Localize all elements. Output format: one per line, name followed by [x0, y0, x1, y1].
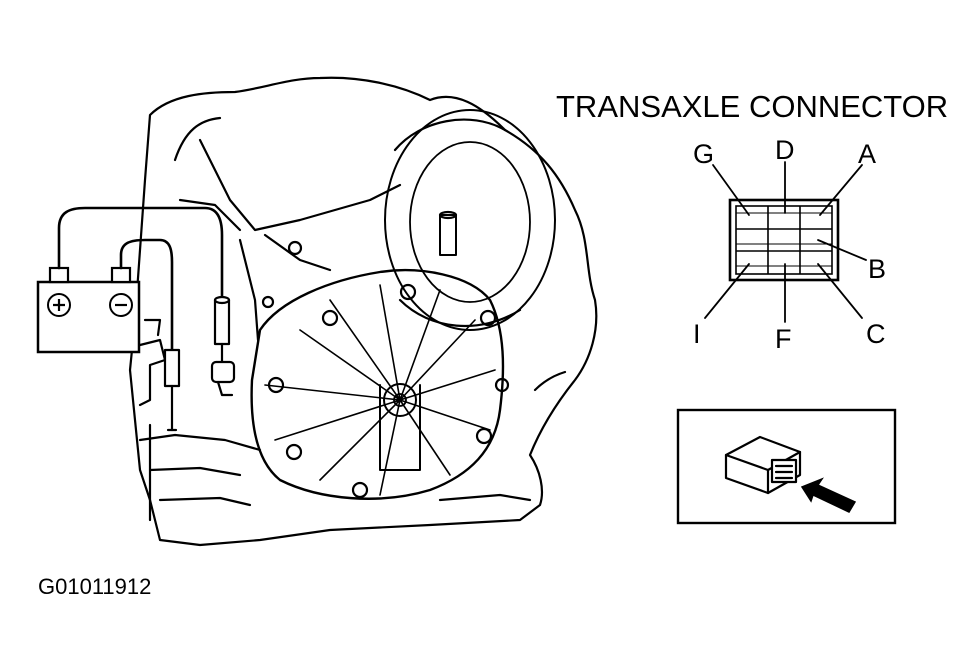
positive-terminal-icon: [47, 293, 71, 317]
arrow-icon: [800, 477, 857, 513]
pin-label-a: A: [858, 139, 876, 169]
figure-id: G01011912: [38, 574, 151, 599]
connector-body-icon: [724, 435, 802, 495]
jumper-wires: [57, 206, 224, 352]
connector-location-inset: [676, 408, 897, 525]
pin-leader-lines: [704, 161, 867, 323]
pin-label-f: F: [775, 324, 792, 354]
pin-label-i: I: [693, 319, 701, 349]
connector-title: TRANSAXLE CONNECTOR: [556, 89, 948, 124]
negative-terminal-icon: [109, 293, 133, 317]
pin-label-d: D: [775, 135, 795, 165]
test-battery: [36, 266, 141, 354]
pin-label-b: B: [868, 254, 886, 284]
pin-label-c: C: [866, 319, 886, 349]
transaxle-illustration: [128, 76, 598, 547]
pin-label-g: G: [693, 139, 714, 169]
test-probe-positive: [210, 295, 236, 397]
test-probe-negative: [163, 348, 181, 432]
